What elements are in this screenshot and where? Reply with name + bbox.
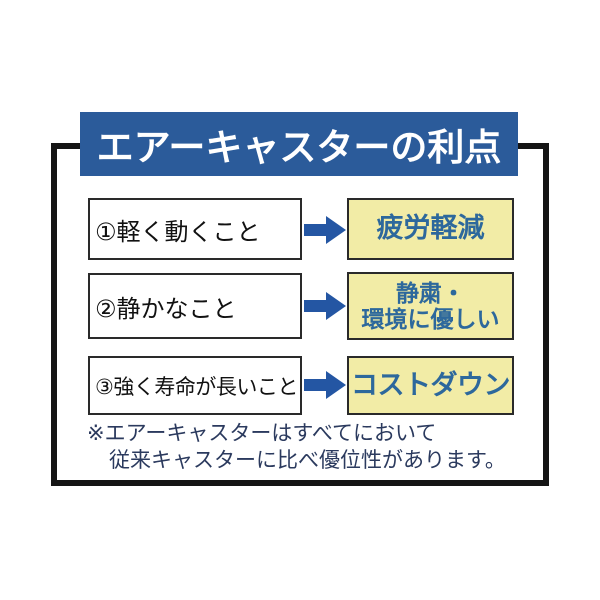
right-arrow-icon: [304, 292, 346, 320]
footnote-line-1: ※エアーキャスターはすべてにおいて: [87, 422, 437, 445]
benefit-label-1: 疲労軽減: [376, 213, 485, 244]
benefit-box-3: コストダウン: [347, 356, 514, 415]
feature-label-1: ①軽く動くこと: [95, 218, 261, 246]
benefit-box-2: 静粛・ 環境に優しい: [347, 272, 514, 340]
feature-label-3: ③強く寿命が長いこと: [95, 375, 298, 399]
benefit-label-3: コストダウン: [351, 369, 511, 400]
right-arrow-icon: [304, 371, 346, 399]
page-title: エアーキャスターの利点: [96, 127, 502, 168]
benefit-box-1: 疲労軽減: [347, 198, 514, 260]
footnote: ※エアーキャスターはすべてにおいて 従来キャスターに比べ優位性があります。: [87, 420, 506, 474]
benefit-label-2-line1: 静粛・: [396, 279, 465, 306]
feature-label-2: ②静かなこと: [95, 295, 237, 323]
feature-box-2: ②静かなこと: [88, 273, 302, 339]
feature-box-3: ③強く寿命が長いこと: [88, 356, 302, 415]
benefit-label-2-line2: 環境に優しい: [361, 306, 500, 332]
right-arrow-icon: [304, 216, 346, 244]
title-banner: エアーキャスターの利点: [80, 112, 518, 176]
feature-box-1: ①軽く動くこと: [88, 198, 302, 260]
footnote-line-2: 従来キャスターに比べ優位性があります。: [109, 449, 506, 472]
